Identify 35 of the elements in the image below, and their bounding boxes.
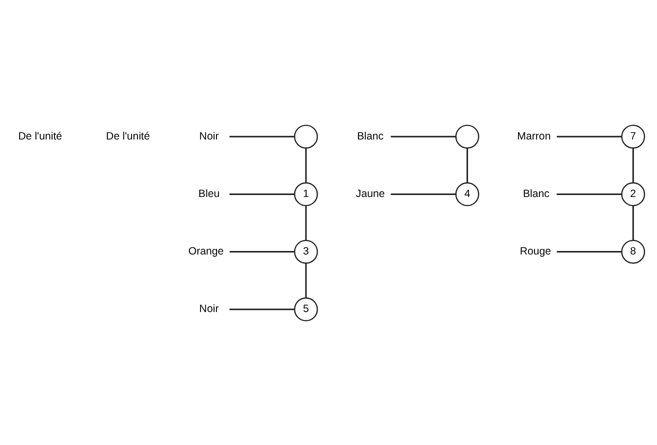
label: De l'unité [18,130,62,142]
node-circle [294,124,318,148]
connector [229,308,294,310]
connector [305,148,307,182]
node-text: Marron [517,130,551,142]
node-circle: 2 [621,182,646,206]
node-text: Blanc [357,130,384,142]
node-text: Orange [188,245,224,258]
connector [632,148,634,182]
connector [466,148,468,182]
node-circle [455,124,480,148]
node-circle: 7 [621,124,646,148]
node-text: Blanc [522,188,550,200]
connector [229,192,294,194]
connector [305,262,307,298]
connector [556,250,622,252]
node-circle: 3 [294,239,318,264]
node-text: Bleu [198,188,220,200]
connector [229,135,294,137]
node-text: Rouge [520,245,552,258]
connector [230,250,294,252]
connector [556,135,622,137]
node-circle: 4 [455,182,480,206]
node-text: Noir [199,130,219,142]
connector [390,192,456,194]
node-text: Noir [199,302,219,315]
connector [305,205,307,240]
connector [632,205,634,240]
node-circle: 1 [294,182,318,206]
node-circle: 5 [294,296,318,321]
node-text: Jaune [356,188,385,200]
connector [390,135,456,137]
node-circle: 8 [621,239,646,264]
label: De l'unité [106,130,150,142]
connector [556,192,622,194]
